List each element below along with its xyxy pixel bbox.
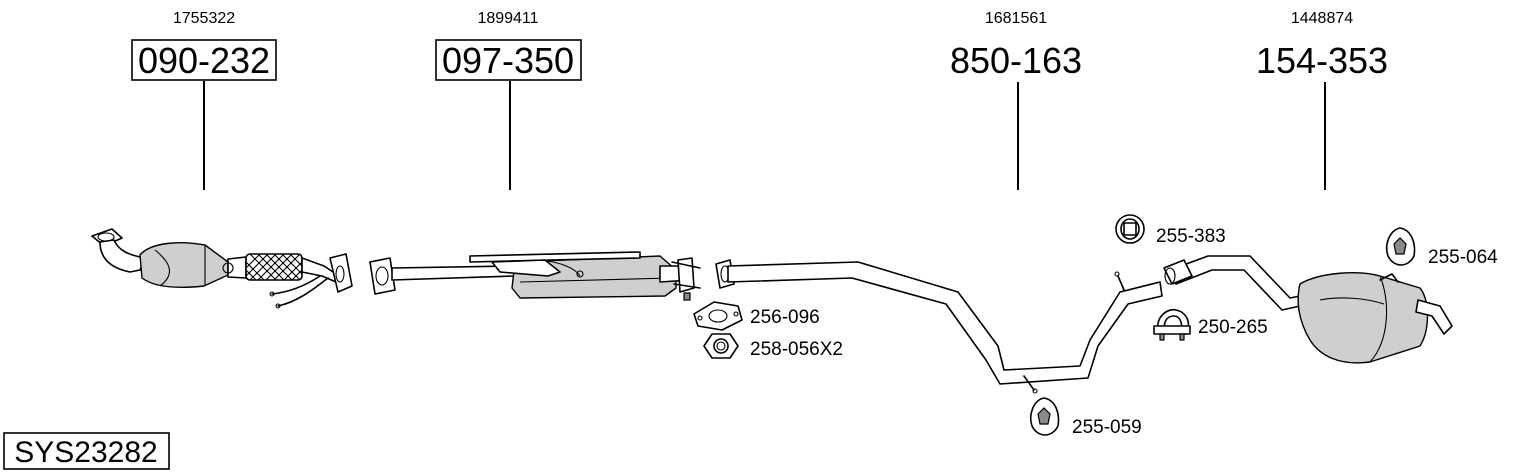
accessory-number: 255-383 (1156, 226, 1226, 247)
accessory-255-059[interactable]: 255-059 (1029, 397, 1142, 438)
oem-number: 1755322 (173, 10, 235, 27)
nut-icon (703, 333, 739, 359)
front-pipe-catalyst[interactable] (91, 228, 353, 309)
accessory-number: 250-265 (1198, 317, 1268, 338)
accessory-number: 256-096 (750, 307, 820, 328)
part-number-box (435, 39, 582, 81)
part-label-4[interactable]: 1448874 154-353 (1256, 10, 1388, 190)
rubber-ring-icon (1115, 214, 1145, 244)
accessory-250-265[interactable]: 250-265 (1153, 308, 1268, 341)
part-label-3[interactable]: 1681561 850-163 (950, 10, 1082, 190)
intermediate-pipe[interactable] (715, 259, 1163, 394)
part-label-1[interactable]: 1755322 090-232 (131, 10, 277, 190)
system-code-box (3, 432, 170, 470)
system-code: SYS23282 (3, 432, 170, 470)
part-number: 090-232 (138, 40, 270, 81)
part-number: 097-350 (442, 40, 574, 81)
accessory-255-383[interactable]: 255-383 (1115, 214, 1226, 247)
system-code-label: SYS23282 (14, 436, 157, 469)
rubber-hanger-icon (1029, 397, 1060, 436)
part-label-2[interactable]: 1899411 097-350 (435, 10, 582, 190)
accessory-256-096[interactable]: 256-096 (693, 301, 820, 331)
oem-number: 1681561 (985, 10, 1047, 27)
accessory-number: 255-064 (1428, 247, 1498, 268)
rubber-hanger-icon (1385, 227, 1416, 266)
accessory-number: 258-056X2 (750, 339, 843, 360)
oem-number: 1899411 (477, 10, 538, 27)
part-number: 154-353 (1256, 40, 1388, 81)
rear-silencer[interactable] (1163, 255, 1453, 364)
accessory-255-064[interactable]: 255-064 (1385, 227, 1498, 268)
middle-silencer[interactable] (369, 251, 701, 301)
accessory-number: 255-059 (1072, 417, 1142, 438)
gasket-icon (693, 301, 743, 331)
part-number-box (131, 39, 277, 81)
accessory-258-056X2[interactable]: 258-056X2 (703, 333, 843, 360)
part-number: 850-163 (950, 40, 1082, 81)
oem-number: 1448874 (1291, 10, 1353, 27)
clamp-icon (1153, 308, 1191, 341)
